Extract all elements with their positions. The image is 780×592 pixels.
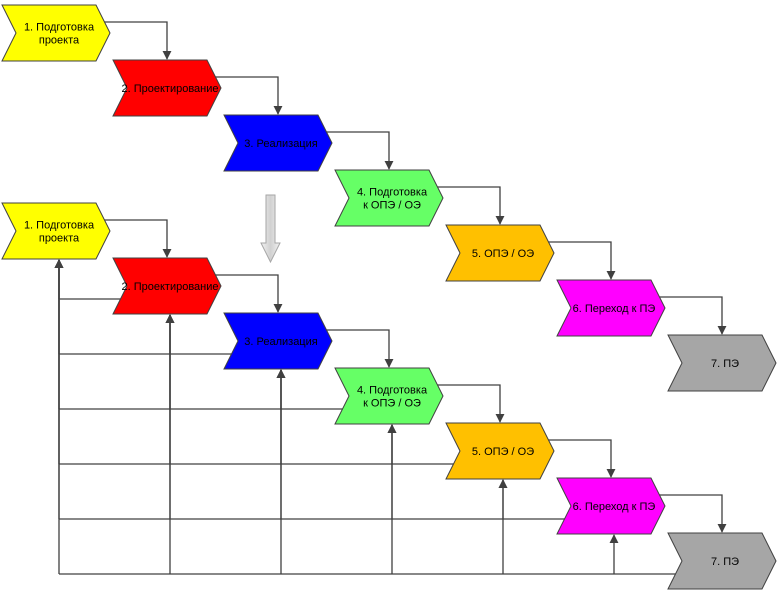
top-stage-3-label-1: 3. Реализация (244, 138, 317, 150)
bottom-stage-1-label-1: 1. Подготовка (24, 220, 95, 232)
top-connector-1-2 (100, 21, 172, 60)
top-stage-4-chevron (334, 169, 444, 227)
top-stage-5-chevron (445, 224, 555, 282)
bottom-stage-4-chevron (334, 367, 444, 425)
bottom-stage-4-label-1: 4. Подготовка (357, 385, 428, 397)
top-stage-6-label-1: 6. Переход к ПЭ (573, 303, 656, 315)
top-stage-7: 7. ПЭ (667, 334, 777, 392)
top-stage-6-chevron (556, 279, 666, 337)
feedback-lines (54, 259, 682, 575)
top-stage-7-chevron (667, 334, 777, 392)
bottom-stage-3-label-1: 3. Реализация (244, 336, 317, 348)
bottom-stage-7: 7. ПЭ (667, 532, 777, 590)
bottom-stage-6-chevron (556, 477, 666, 535)
top-stage-1-chevron (1, 4, 111, 62)
bottom-stage-2-label-1: 2. Проектирование (121, 281, 218, 293)
top-connector-5-6 (544, 241, 616, 280)
bottom-connector-4-5 (433, 384, 505, 423)
bottom-stage-5: 5. ОПЭ / ОЭ (445, 422, 555, 480)
top-stage-2: 2. Проектирование (112, 59, 222, 117)
bottom-stage-3-chevron (223, 312, 333, 370)
top-stage-2-chevron (112, 59, 222, 117)
top-stage-3-chevron (223, 114, 333, 172)
top-stage-1-label-1: 1. Подготовка (24, 22, 95, 34)
top-stage-7-label-1: 7. ПЭ (711, 358, 739, 370)
top-connector-2-3 (211, 76, 283, 115)
bottom-stage-1-label-2: проекта (39, 233, 80, 245)
bottom-connector-5-6 (544, 439, 616, 478)
bottom-connector-6-7 (655, 494, 727, 533)
top-stage-2-label-1: 2. Проектирование (121, 83, 218, 95)
bottom-stage-7-label-1: 7. ПЭ (711, 556, 739, 568)
bottom-stage-4-label-2: к ОПЭ / ОЭ (363, 398, 421, 410)
bottom-connector-3-4 (322, 329, 394, 368)
connectors (100, 21, 727, 533)
top-stage-4-label-1: 4. Подготовка (357, 187, 428, 199)
bottom-stage-2: 2. Проектирование (112, 257, 222, 315)
bottom-stage-3: 3. Реализация (223, 312, 333, 370)
top-stage-1-label-2: проекта (39, 35, 80, 47)
bottom-stage-6-label-1: 6. Переход к ПЭ (573, 501, 656, 513)
top-connector-6-7 (655, 296, 727, 335)
transition-down-arrow-icon (260, 194, 281, 264)
bottom-connector-2-3 (211, 274, 283, 313)
top-stage-5: 5. ОПЭ / ОЭ (445, 224, 555, 282)
bottom-stage-1-chevron (1, 202, 111, 260)
top-stage-4-label-2: к ОПЭ / ОЭ (363, 200, 421, 212)
bottom-stage-2-chevron (112, 257, 222, 315)
bottom-stage-5-chevron (445, 422, 555, 480)
bottom-stage-6: 6. Переход к ПЭ (556, 477, 666, 535)
top-stage-6: 6. Переход к ПЭ (556, 279, 666, 337)
top-connector-3-4 (322, 131, 394, 170)
top-connector-4-5 (433, 186, 505, 225)
top-stage-5-label-1: 5. ОПЭ / ОЭ (472, 248, 534, 260)
top-stage-3: 3. Реализация (223, 114, 333, 172)
bottom-connector-1-2 (100, 219, 172, 258)
bottom-stage-5-label-1: 5. ОПЭ / ОЭ (472, 446, 534, 458)
bottom-stage-7-chevron (667, 532, 777, 590)
